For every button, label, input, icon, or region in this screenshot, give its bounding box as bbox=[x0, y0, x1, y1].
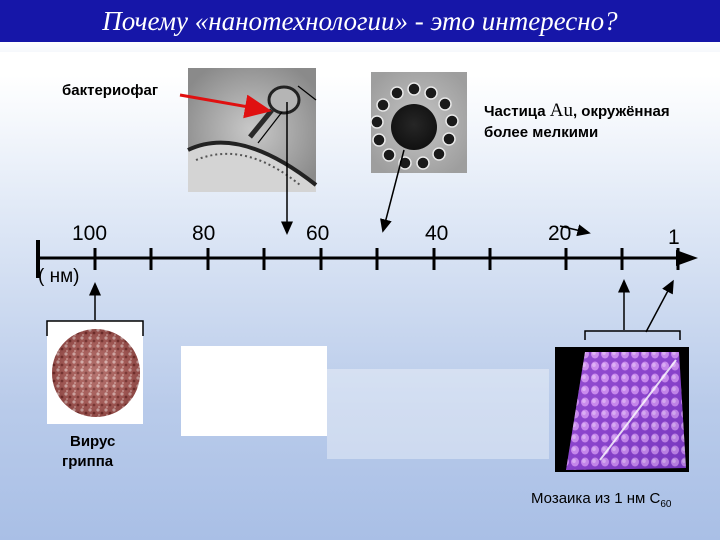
tick-label-20: 20 bbox=[548, 222, 572, 245]
mosaic-label: Мозаика из 1 нм C60 bbox=[531, 490, 672, 510]
title-underlay bbox=[0, 42, 720, 52]
influenza-label-line1: Вирус bbox=[70, 433, 116, 450]
slide-title: Почему «нанотехнологии» - это интересно? bbox=[102, 5, 618, 36]
mosaic-subscript: 60 bbox=[660, 499, 672, 510]
bacteriophage-pointer bbox=[179, 93, 272, 119]
tick-label-60: 60 bbox=[306, 222, 330, 245]
au-particle-suffix: , окружённая bbox=[572, 103, 670, 120]
c60-mosaic-photo bbox=[555, 347, 689, 472]
tick-label-100: 100 bbox=[72, 222, 108, 245]
bacteriophage-label: бактериофаг bbox=[62, 82, 159, 99]
blank-panel-faded bbox=[327, 369, 549, 459]
virus-bracket bbox=[46, 320, 144, 336]
au-particle-label: Частица Au, окружённая bbox=[484, 100, 670, 122]
influenza-virus-photo bbox=[47, 321, 143, 424]
mosaic-arrow-right bbox=[645, 279, 674, 333]
tick-label-40: 40 bbox=[425, 222, 449, 245]
tick-20-arrow bbox=[559, 224, 591, 237]
au-particle-label-line2: более мелкими bbox=[484, 124, 599, 141]
au-particle-photo bbox=[370, 72, 467, 173]
tick-label-1: 1 bbox=[668, 226, 680, 249]
bacteriophage-photo bbox=[187, 68, 318, 192]
au-symbol: Au bbox=[549, 100, 573, 121]
tick-label-80: 80 bbox=[192, 222, 216, 245]
unit-label: ( нм) bbox=[38, 266, 80, 287]
au-particle-arrow bbox=[380, 149, 405, 233]
au-particle-prefix: Частица bbox=[484, 103, 550, 120]
blank-panel bbox=[181, 346, 327, 436]
title-bar: Почему «нанотехнологии» - это интересно? bbox=[0, 0, 720, 42]
scale-axis bbox=[36, 240, 698, 278]
influenza-label-line2: гриппа bbox=[62, 453, 114, 470]
mosaic-bracket bbox=[584, 330, 681, 340]
mosaic-text: Мозаика из 1 нм C bbox=[531, 490, 661, 507]
